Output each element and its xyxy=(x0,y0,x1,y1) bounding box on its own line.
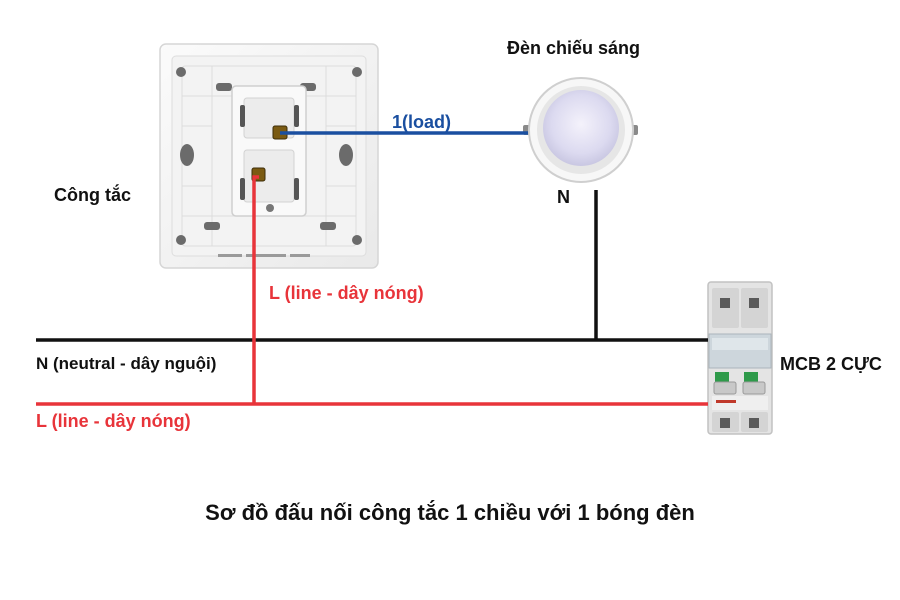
mcb-breaker xyxy=(707,281,773,435)
diagram-caption: Sơ đồ đấu nối công tắc 1 chiều với 1 bón… xyxy=(205,500,695,525)
line-to-switch-wire xyxy=(252,175,259,404)
switch-title: Công tắc xyxy=(54,185,132,205)
load-wire-label: 1(load) xyxy=(392,112,452,132)
ceiling-lamp xyxy=(523,77,638,183)
mcb-title: MCB 2 CỰC xyxy=(780,354,882,374)
lamp-neutral-label: N xyxy=(557,187,570,207)
wall-switch xyxy=(159,43,379,269)
neutral-main-label: N (neutral - dây nguội) xyxy=(36,354,217,373)
line-main-label: L (line - dây nóng) xyxy=(36,411,191,431)
lamp-title: Đèn chiếu sáng xyxy=(507,38,641,58)
line-to-switch-label: L (line - dây nóng) xyxy=(269,283,424,303)
wires xyxy=(36,131,708,406)
